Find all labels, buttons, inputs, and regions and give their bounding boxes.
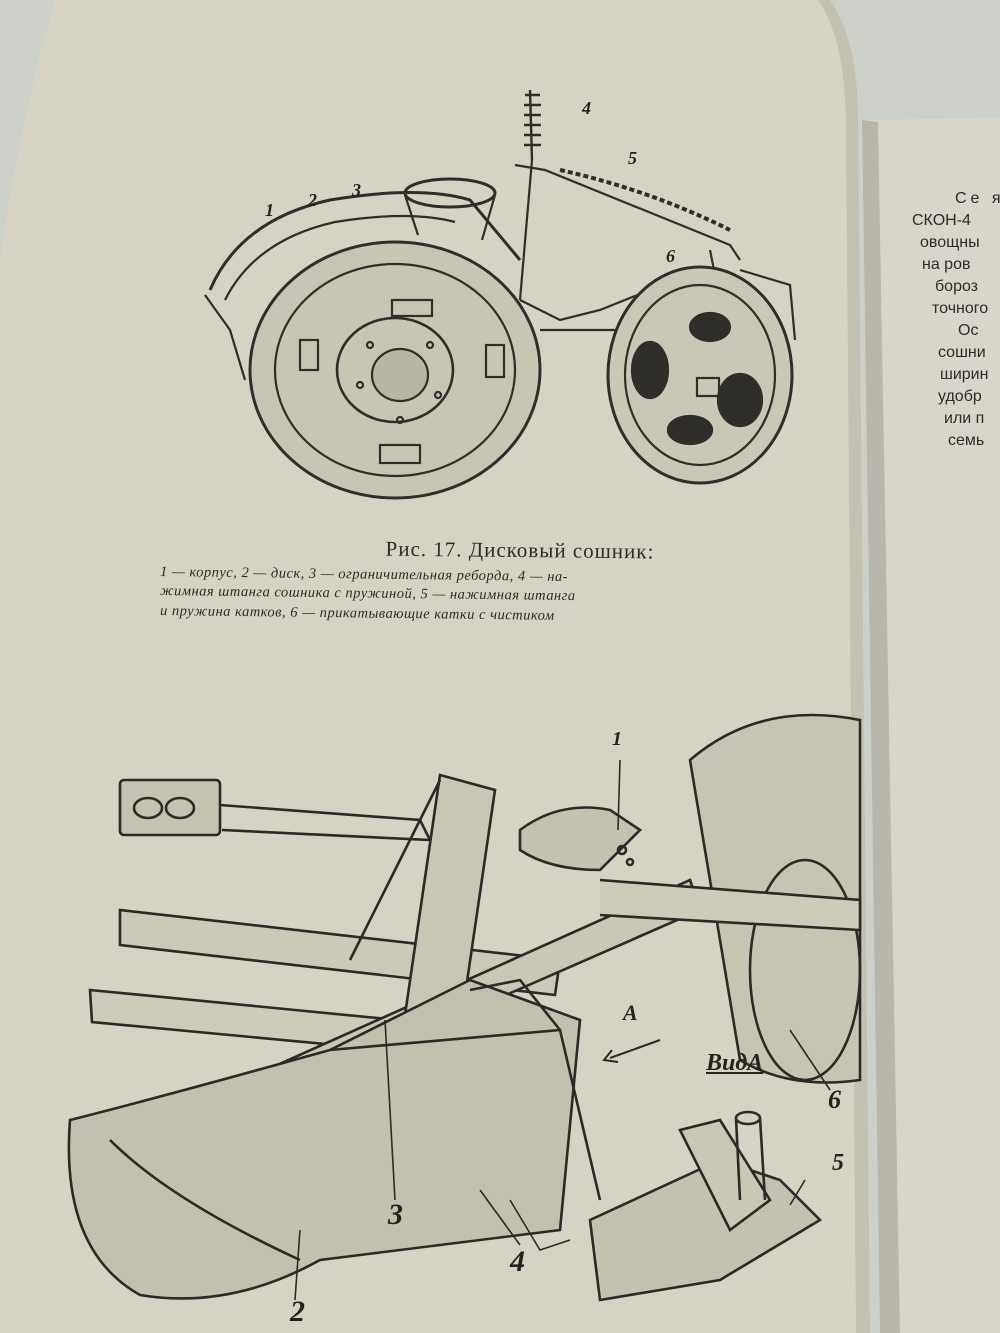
right-page-line-12: семь bbox=[948, 432, 985, 449]
runner-opener-illustration bbox=[67, 713, 862, 1302]
disk-opener-illustration bbox=[204, 89, 797, 500]
bottom-label-2: 2 bbox=[290, 1295, 305, 1328]
bottom-label-arrow-a: A bbox=[623, 1000, 638, 1025]
right-page-line-10: удобр bbox=[938, 388, 982, 405]
top-label-6: 6 bbox=[666, 246, 675, 266]
bottom-label-4: 4 bbox=[510, 1245, 525, 1278]
top-label-1: 1 bbox=[265, 200, 274, 220]
top-label-2: 2 bbox=[308, 190, 317, 210]
bottom-label-1: 1 bbox=[612, 728, 622, 750]
right-page-line-5: бороз bbox=[935, 278, 979, 295]
bottom-label-6: 6 bbox=[828, 1085, 841, 1114]
right-page-line-9: ширин bbox=[940, 366, 989, 383]
bottom-label-5: 5 bbox=[832, 1150, 844, 1176]
right-page-line-7: Ос bbox=[958, 322, 979, 339]
bottom-label-3: 3 bbox=[388, 1198, 403, 1231]
top-label-5: 5 bbox=[628, 148, 637, 168]
top-label-4: 4 bbox=[582, 98, 591, 118]
right-page-line-2: СКОН-4 bbox=[912, 212, 971, 229]
right-page-line-3: овощны bbox=[920, 234, 980, 251]
right-page-line-11: или п bbox=[944, 410, 985, 427]
right-page-line-4: на ров bbox=[922, 256, 971, 273]
top-label-3: 3 bbox=[352, 180, 361, 200]
right-page-line-1: Се я bbox=[955, 190, 1000, 207]
right-page-line-8: сошни bbox=[938, 344, 986, 361]
bottom-label-view-a: ВидA bbox=[706, 1050, 764, 1076]
right-page-line-6: точного bbox=[932, 300, 989, 317]
right-page bbox=[862, 118, 1000, 1333]
